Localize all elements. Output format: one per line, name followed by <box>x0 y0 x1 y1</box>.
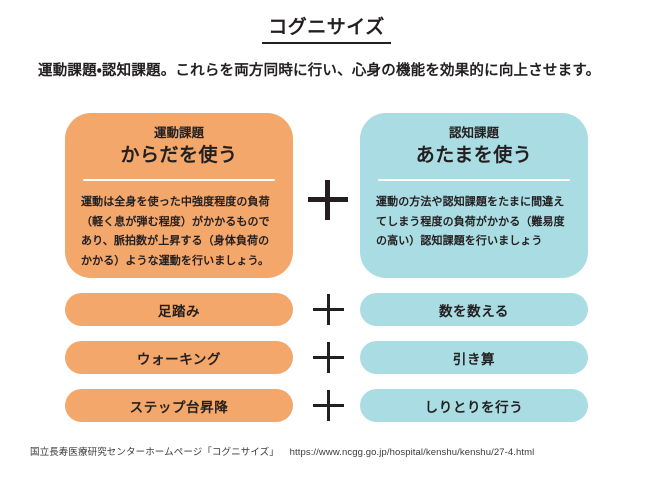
panel-cognitive-heading: あたまを使う <box>415 145 533 166</box>
panel-exercise-kicker: 運動課題 <box>153 126 204 140</box>
plus-icon-vertical-bar <box>327 342 330 373</box>
panel-exercise-task: 運動課題 からだを使う 運動は全身を使った中強度程度の負荷（軽く息が弾む程度）が… <box>65 113 293 278</box>
page-title: コグニサイズ <box>262 16 391 44</box>
pill-cognitive-3: しりとりを行う <box>360 389 588 422</box>
pill-exercise-3: ステップ台昇降 <box>65 389 293 422</box>
footer-source-line: 国立長寿医療研究センターホームページ「コグニサイズ」 https://www.n… <box>30 446 534 460</box>
plus-icon-row-2 <box>313 342 344 373</box>
panel-exercise-heading: からだを使う <box>120 145 238 166</box>
plus-icon-vertical-bar <box>327 294 330 325</box>
panel-exercise-divider <box>83 179 275 181</box>
pill-cognitive-1: 数を数える <box>360 293 588 326</box>
page-title-container: コグニサイズ <box>0 16 653 44</box>
panel-cognitive-task: 認知課題 あたまを使う 運動の方法や認知課題をたまに間違えてしまう程度の負荷がか… <box>360 113 588 278</box>
panel-exercise-body: 運動は全身を使った中強度程度の負荷（軽く息が弾む程度）がかかるものであり、脈拍数… <box>81 196 270 267</box>
plus-icon-vertical-bar <box>325 180 330 220</box>
panel-cognitive-divider <box>378 179 570 181</box>
plus-icon-main <box>308 180 348 220</box>
footer-source-text: 国立長寿医療研究センターホームページ「コグニサイズ」 <box>30 447 279 458</box>
panel-cognitive-body: 運動の方法や認知課題をたまに間違えてしまう程度の負荷がかかる（難易度の高い）認知… <box>376 196 565 247</box>
panel-cognitive-kicker: 認知課題 <box>448 126 499 140</box>
pill-exercise-1: 足踏み <box>65 293 293 326</box>
plus-icon-row-1 <box>313 294 344 325</box>
plus-icon-vertical-bar <box>327 390 330 421</box>
pill-exercise-2: ウォーキング <box>65 341 293 374</box>
plus-icon-row-3 <box>313 390 344 421</box>
page-subtitle: 運動課題・認知課題。これらを両方同時に行い、心身の機能を効果的に向上させます。 <box>38 63 601 79</box>
pill-cognitive-2: 引き算 <box>360 341 588 374</box>
footer-source-url: https://www.ncgg.go.jp/hospital/kenshu/k… <box>289 447 535 458</box>
